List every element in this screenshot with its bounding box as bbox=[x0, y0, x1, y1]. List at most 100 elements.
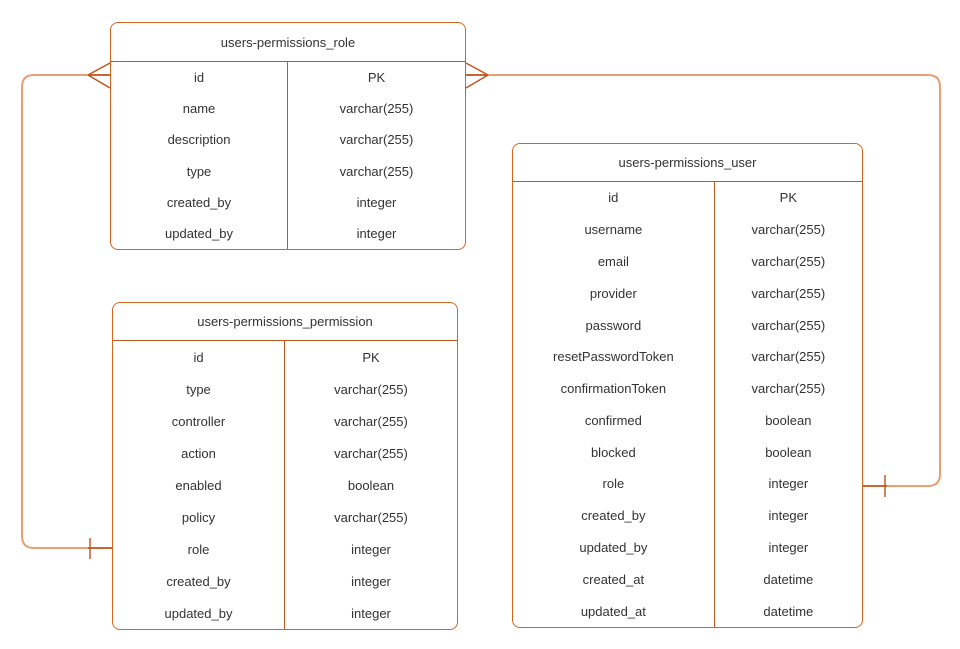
column-name-cell: created_at bbox=[513, 563, 715, 596]
column-type-cell: varchar(255) bbox=[334, 445, 408, 461]
table-title: users-permissions_user bbox=[513, 144, 862, 182]
entity-table-users-permissions_user[interactable]: users-permissions_user id PK username va… bbox=[512, 143, 863, 628]
table-row[interactable]: created_at datetime bbox=[513, 563, 862, 596]
column-name-cell: created_by bbox=[513, 499, 715, 532]
table-row[interactable]: id PK bbox=[111, 62, 465, 94]
table-row[interactable]: updated_by integer bbox=[513, 531, 862, 564]
column-name-cell: policy bbox=[113, 501, 285, 533]
table-row[interactable]: created_by integer bbox=[111, 186, 465, 218]
column-type-cell: varchar(255) bbox=[339, 132, 414, 148]
table-row[interactable]: resetPasswordToken varchar(255) bbox=[513, 340, 862, 373]
column-type-cell: PK bbox=[779, 190, 798, 206]
table-row[interactable]: provider varchar(255) bbox=[513, 277, 862, 310]
table-row[interactable]: confirmationToken varchar(255) bbox=[513, 372, 862, 405]
column-type-cell: varchar(255) bbox=[339, 163, 414, 179]
crow-foot-many-icon bbox=[465, 62, 489, 89]
table-row[interactable]: enabled boolean bbox=[113, 469, 457, 501]
column-type-cell: integer bbox=[351, 605, 391, 621]
table-row[interactable]: id PK bbox=[513, 182, 862, 214]
relationship-role-to-permission[interactable] bbox=[21, 62, 112, 559]
crow-foot-many-icon bbox=[87, 62, 111, 89]
column-type-cell: datetime bbox=[763, 571, 814, 587]
table-rows: id PK type varchar(255) controller varch… bbox=[113, 341, 457, 629]
column-type-cell: boolean bbox=[347, 477, 395, 493]
table-row[interactable]: name varchar(255) bbox=[111, 93, 465, 125]
column-name-cell: created_by bbox=[113, 565, 285, 597]
one-tick-icon bbox=[863, 475, 887, 497]
column-type-cell: varchar(255) bbox=[751, 253, 826, 269]
one-tick-icon bbox=[88, 538, 112, 559]
column-type-cell: integer bbox=[356, 225, 397, 241]
column-type-cell: varchar(255) bbox=[334, 509, 408, 525]
column-type-cell: integer bbox=[768, 476, 809, 492]
table-rows: id PK username varchar(255) email varcha… bbox=[513, 182, 862, 627]
entity-table-users-permissions_permission[interactable]: users-permissions_permission id PK type … bbox=[112, 302, 458, 630]
column-name-cell: provider bbox=[513, 277, 715, 310]
table-row[interactable]: password varchar(255) bbox=[513, 309, 862, 341]
table-row[interactable]: description varchar(255) bbox=[111, 124, 465, 156]
table-row[interactable]: updated_at datetime bbox=[513, 595, 862, 627]
column-name-cell: updated_by bbox=[113, 597, 285, 629]
column-name-cell: controller bbox=[113, 405, 285, 437]
table-row[interactable]: action varchar(255) bbox=[113, 437, 457, 469]
column-type-cell: varchar(255) bbox=[751, 317, 826, 333]
table-row[interactable]: id PK bbox=[113, 341, 457, 373]
table-row[interactable]: type varchar(255) bbox=[111, 155, 465, 187]
column-type-cell: integer bbox=[768, 508, 809, 524]
column-type-cell: varchar(255) bbox=[334, 381, 408, 397]
column-name-cell: updated_by bbox=[513, 531, 715, 564]
relationship-line[interactable] bbox=[21, 74, 112, 549]
table-row[interactable]: type varchar(255) bbox=[113, 373, 457, 405]
relationship-role-to-user[interactable] bbox=[465, 62, 941, 497]
table-row[interactable]: role integer bbox=[513, 468, 862, 500]
column-name-cell: username bbox=[513, 213, 715, 246]
column-name-cell: description bbox=[111, 124, 288, 156]
table-row[interactable]: policy varchar(255) bbox=[113, 501, 457, 533]
column-name-cell: type bbox=[111, 155, 288, 187]
table-row[interactable]: created_by integer bbox=[113, 565, 457, 597]
column-type-cell: varchar(255) bbox=[751, 349, 826, 365]
column-type-cell: datetime bbox=[763, 603, 814, 619]
column-type-cell: varchar(255) bbox=[751, 285, 826, 301]
column-type-cell: varchar(255) bbox=[334, 413, 408, 429]
column-type-cell: varchar(255) bbox=[751, 222, 826, 238]
column-name-cell: confirmed bbox=[513, 404, 715, 437]
column-name-cell: type bbox=[113, 373, 285, 405]
column-type-cell: varchar(255) bbox=[339, 101, 414, 117]
column-name-cell: updated_at bbox=[513, 595, 715, 627]
column-name-cell: created_by bbox=[111, 186, 288, 218]
table-row[interactable]: created_by integer bbox=[513, 499, 862, 532]
table-row[interactable]: updated_by integer bbox=[113, 597, 457, 629]
column-type-cell: boolean bbox=[765, 412, 812, 428]
table-row[interactable]: username varchar(255) bbox=[513, 213, 862, 246]
column-type-cell: integer bbox=[356, 194, 397, 210]
table-title: users-permissions_permission bbox=[113, 303, 457, 341]
column-name-cell: id bbox=[111, 62, 288, 94]
table-row[interactable]: controller varchar(255) bbox=[113, 405, 457, 437]
column-name-cell: action bbox=[113, 437, 285, 469]
column-name-cell: enabled bbox=[113, 469, 285, 501]
column-name-cell: email bbox=[513, 245, 715, 278]
column-type-cell: PK bbox=[367, 70, 386, 86]
column-name-cell: password bbox=[513, 309, 715, 341]
table-rows: id PK name varchar(255) description varc… bbox=[111, 62, 465, 250]
column-name-cell: id bbox=[113, 341, 285, 373]
table-title: users-permissions_role bbox=[111, 23, 465, 62]
table-row[interactable]: role integer bbox=[113, 533, 457, 565]
table-row[interactable]: confirmed boolean bbox=[513, 404, 862, 437]
table-row[interactable]: email varchar(255) bbox=[513, 245, 862, 278]
column-type-cell: PK bbox=[362, 349, 380, 365]
column-type-cell: integer bbox=[768, 539, 809, 555]
table-row[interactable]: blocked boolean bbox=[513, 436, 862, 469]
table-row[interactable]: updated_by integer bbox=[111, 217, 465, 250]
entity-table-users-permissions_role[interactable]: users-permissions_role id PK name varcha… bbox=[110, 22, 466, 250]
column-type-cell: integer bbox=[351, 573, 391, 589]
column-type-cell: varchar(255) bbox=[751, 381, 826, 397]
column-name-cell: role bbox=[513, 468, 715, 500]
column-name-cell: resetPasswordToken bbox=[513, 340, 715, 373]
column-name-cell: blocked bbox=[513, 436, 715, 469]
relationship-line[interactable] bbox=[466, 74, 941, 487]
column-name-cell: role bbox=[113, 533, 285, 565]
